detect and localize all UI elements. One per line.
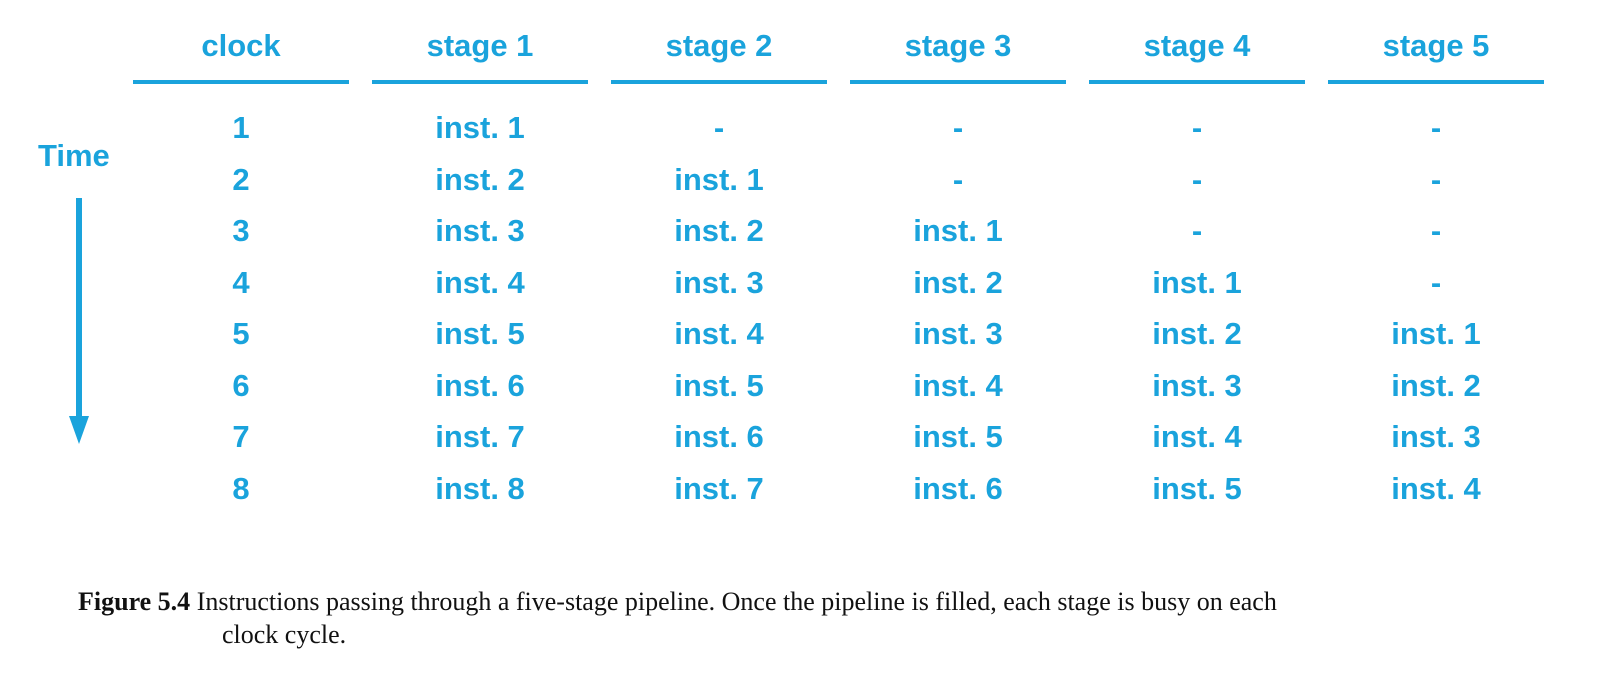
header-rule xyxy=(850,80,1066,84)
stage-4-cell: - xyxy=(1191,213,1203,248)
stage-1-cell: inst. 6 xyxy=(435,368,525,403)
clock-cell: 8 xyxy=(232,471,250,506)
header-stage-1: stage 1 xyxy=(426,28,534,63)
stage-4-cell: - xyxy=(1191,110,1203,145)
stage-2-cell: inst. 6 xyxy=(674,419,764,454)
stage-3-cell: inst. 1 xyxy=(913,213,1003,248)
stage-4-cell: inst. 4 xyxy=(1152,419,1242,454)
stage-3-cell: inst. 2 xyxy=(913,265,1003,300)
stage-5-cell: inst. 2 xyxy=(1391,368,1481,403)
time-label: Time xyxy=(38,138,110,173)
clock-cell: 3 xyxy=(232,213,250,248)
stage-3-cell: - xyxy=(952,110,964,145)
stage-5-cell: - xyxy=(1430,265,1442,300)
stage-1-cell: inst. 5 xyxy=(435,316,525,351)
stage-2-cell: inst. 2 xyxy=(674,213,764,248)
stage-2-cell: inst. 7 xyxy=(674,471,764,506)
stage-3-cell: inst. 4 xyxy=(913,368,1003,403)
stage-3-cell: - xyxy=(952,162,964,197)
header-stage-4: stage 4 xyxy=(1143,28,1251,63)
caption-text-line2: clock cycle. xyxy=(222,620,347,649)
clock-cell: 4 xyxy=(232,265,250,300)
stage-3-cell: inst. 5 xyxy=(913,419,1003,454)
stage-3-cell: inst. 3 xyxy=(913,316,1003,351)
header-rule xyxy=(1089,80,1305,84)
clock-cell: 1 xyxy=(232,110,250,145)
clock-cell: 5 xyxy=(232,316,250,351)
header-stage-2: stage 2 xyxy=(665,28,773,63)
header-rule xyxy=(611,80,827,84)
header-stage-5: stage 5 xyxy=(1382,28,1490,63)
header-rule xyxy=(1328,80,1544,84)
stage-4-cell: inst. 3 xyxy=(1152,368,1242,403)
stage-1-cell: inst. 4 xyxy=(435,265,525,300)
stage-4-cell: - xyxy=(1191,162,1203,197)
header-rule xyxy=(133,80,349,84)
stage-4-cell: inst. 2 xyxy=(1152,316,1242,351)
stage-1-cell: inst. 3 xyxy=(435,213,525,248)
stage-1-cell: inst. 2 xyxy=(435,162,525,197)
clock-cell: 6 xyxy=(232,368,250,403)
header-rule xyxy=(372,80,588,84)
stage-5-cell: - xyxy=(1430,213,1442,248)
stage-2-cell: inst. 4 xyxy=(674,316,764,351)
caption-label: Figure 5.4 xyxy=(78,587,191,616)
figure-caption: Figure 5.4 Instructions passing through … xyxy=(78,585,1548,651)
stage-1-cell: inst. 1 xyxy=(435,110,525,145)
stage-5-cell: - xyxy=(1430,162,1442,197)
stage-5-cell: inst. 4 xyxy=(1391,471,1481,506)
stage-4-cell: inst. 1 xyxy=(1152,265,1242,300)
stage-2-cell: inst. 3 xyxy=(674,265,764,300)
stage-4-cell: inst. 5 xyxy=(1152,471,1242,506)
stage-2-cell: inst. 1 xyxy=(674,162,764,197)
header-stage-3: stage 3 xyxy=(904,28,1012,63)
stage-5-cell: inst. 3 xyxy=(1391,419,1481,454)
stage-3-cell: inst. 6 xyxy=(913,471,1003,506)
stage-2-cell: inst. 5 xyxy=(674,368,764,403)
clock-cell: 2 xyxy=(232,162,250,197)
stage-5-cell: - xyxy=(1430,110,1442,145)
stage-1-cell: inst. 8 xyxy=(435,471,525,506)
stage-2-cell: - xyxy=(713,110,725,145)
stage-5-cell: inst. 1 xyxy=(1391,316,1481,351)
stage-1-cell: inst. 7 xyxy=(435,419,525,454)
header-clock: clock xyxy=(201,28,281,63)
clock-cell: 7 xyxy=(232,419,250,454)
caption-text-line1: Instructions passing through a five-stag… xyxy=(190,587,1277,616)
arrow-down-icon xyxy=(69,198,89,444)
